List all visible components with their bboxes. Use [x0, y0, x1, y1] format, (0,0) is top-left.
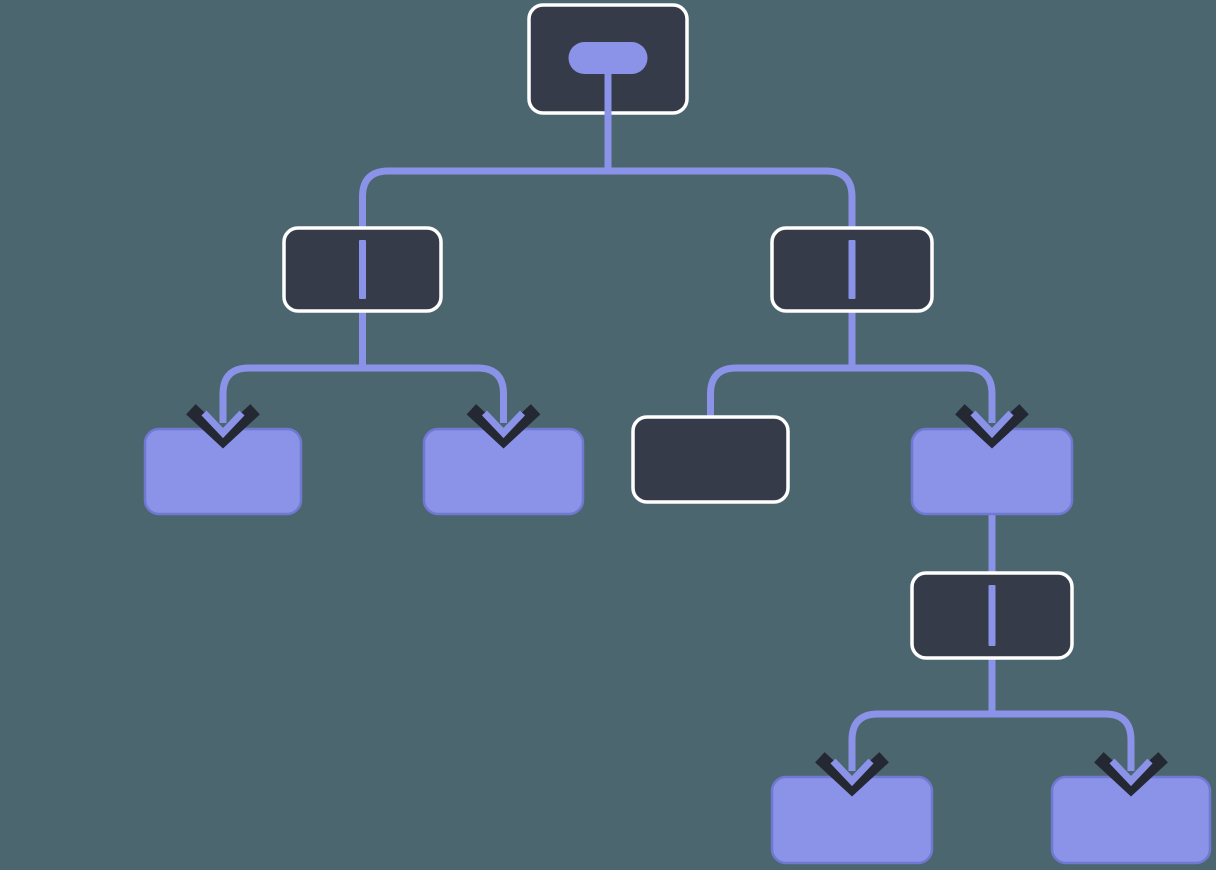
connector-branch-right-leaf-mid-right [852, 364, 996, 423]
pill-stem [604, 70, 612, 115]
chevron-down-arrow-icon [1094, 752, 1168, 797]
node-leaf-dark [631, 415, 790, 504]
chevron-purple-arrow [1109, 758, 1153, 787]
chevron-purple-arrow [830, 758, 874, 787]
connector-branch-left-leaf-far-left [219, 364, 363, 423]
chevron-dark-outline [466, 404, 541, 449]
vertical-bar-placeholder-icon [848, 240, 856, 299]
connector-root-branch-left [359, 167, 608, 232]
vertical-bar-placeholder-icon [988, 585, 996, 646]
connector-branch-right-leaf-dark [707, 364, 852, 421]
connector-sub-branch-leaf-bottom-right [992, 710, 1135, 771]
chevron-down-arrow-icon [815, 752, 889, 797]
connector-root-branch-right [608, 167, 856, 232]
chevron-purple-arrow [481, 410, 526, 439]
pill-placeholder-icon [568, 42, 648, 74]
vertical-bar-placeholder-icon [359, 240, 366, 299]
connector-sub-branch-leaf-bottom-left [848, 710, 992, 771]
chevron-dark-outline [186, 404, 260, 449]
chevron-dark-outline [815, 752, 889, 797]
chevron-down-arrow-icon [186, 404, 260, 449]
connectors-layer [219, 59, 1135, 771]
nodes-layer [143, 3, 1212, 865]
chevron-down-arrow-icon [466, 404, 541, 449]
chevron-dark-outline [955, 404, 1029, 449]
chevron-purple-arrow [201, 410, 245, 439]
arrowheads-layer [186, 404, 1168, 797]
chevron-dark-outline [1094, 752, 1168, 797]
decorations-layer [359, 42, 996, 646]
chevron-purple-arrow [970, 410, 1014, 439]
chevron-down-arrow-icon [955, 404, 1029, 449]
connector-branch-left-leaf-mid-left [362, 364, 507, 423]
